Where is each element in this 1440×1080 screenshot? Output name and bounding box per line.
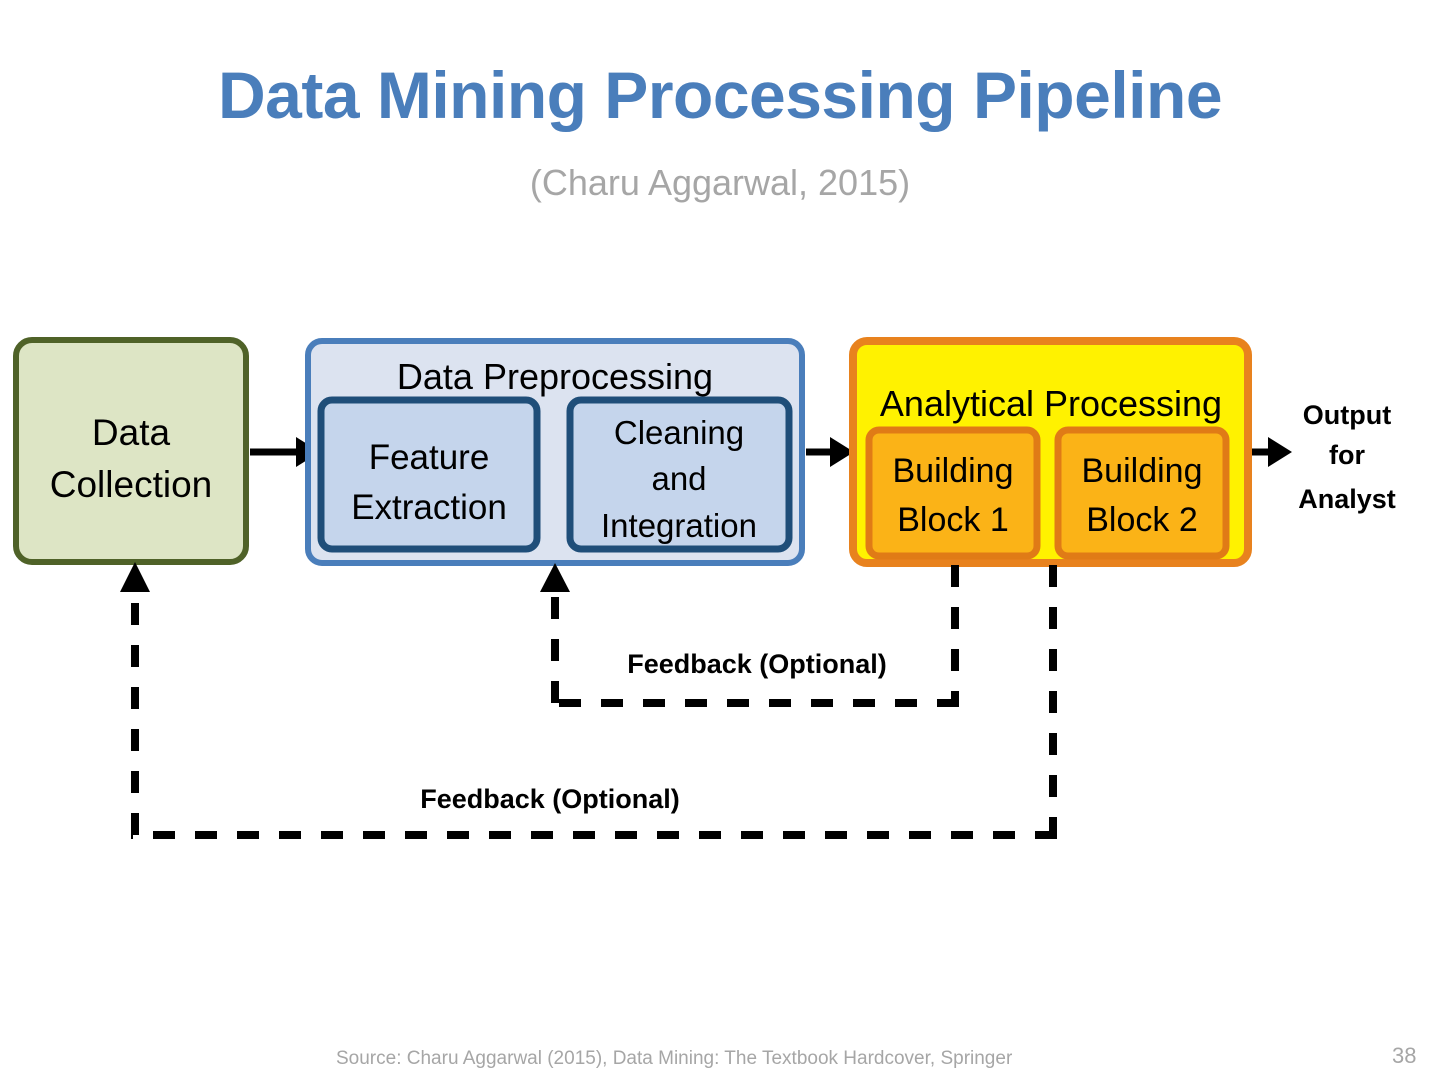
output-label-line3: Analyst <box>1298 484 1396 514</box>
output-for-analyst: Output for Analyst <box>1298 400 1396 514</box>
source-note: Source: Charu Aggarwal (2015), Data Mini… <box>336 1048 1013 1069</box>
stage-data-collection[interactable]: Data Collection <box>13 337 249 565</box>
output-label-line2: for <box>1329 440 1365 470</box>
feedback-upper-label: Feedback (Optional) <box>627 649 887 679</box>
substage-feature-extraction[interactable]: Feature Extraction <box>317 396 541 553</box>
stage-analytical-processing[interactable]: Analytical Processing Building Block 1 B… <box>849 337 1252 567</box>
page-title: Data Mining Processing Pipeline <box>217 58 1223 132</box>
building-block-1-box[interactable] <box>865 426 1041 560</box>
substage-building-block-1[interactable]: Building Block 1 <box>865 426 1041 560</box>
data-collection-box[interactable] <box>13 337 249 565</box>
feature-extraction-label-line1: Feature <box>369 438 490 477</box>
analytical-processing-label: Analytical Processing <box>880 383 1222 424</box>
substage-building-block-2[interactable]: Building Block 2 <box>1054 426 1230 560</box>
building-block-1-label-line2: Block 1 <box>897 501 1009 539</box>
arrow-analytical-to-output <box>1252 437 1292 467</box>
data-collection-label-line1: Data <box>92 412 171 453</box>
stage-data-preprocessing[interactable]: Data Preprocessing Feature Extraction Cl… <box>305 338 805 566</box>
feedback-lower-label: Feedback (Optional) <box>420 784 680 814</box>
feedback-lower-arrowhead <box>120 562 150 592</box>
substage-cleaning-and-integration[interactable]: Cleaning and Integration <box>566 396 793 553</box>
building-block-2-label-line2: Block 2 <box>1086 501 1198 539</box>
feature-extraction-label-line2: Extraction <box>351 488 507 527</box>
feedback-upper-arrowhead <box>540 563 570 592</box>
data-preprocessing-label: Data Preprocessing <box>397 356 713 397</box>
feedback-loop-upper <box>540 563 959 707</box>
cleaning-label-line3: Integration <box>601 507 757 544</box>
cleaning-label-line2: and <box>651 460 706 497</box>
feedback-loop-lower <box>120 562 1057 839</box>
building-block-2-label-line1: Building <box>1082 452 1203 490</box>
cleaning-and-integration-box[interactable] <box>566 396 793 553</box>
data-collection-label-line2: Collection <box>50 464 212 505</box>
output-label-line1: Output <box>1303 400 1391 430</box>
cleaning-label-line1: Cleaning <box>614 414 744 451</box>
page-number: 38 <box>1392 1043 1417 1068</box>
building-block-2-box[interactable] <box>1054 426 1230 560</box>
page-subtitle: (Charu Aggarwal, 2015) <box>529 162 911 203</box>
feature-extraction-box[interactable] <box>317 396 541 553</box>
building-block-1-label-line1: Building <box>893 452 1014 490</box>
arrow-preprocessing-to-analytical <box>806 437 854 467</box>
